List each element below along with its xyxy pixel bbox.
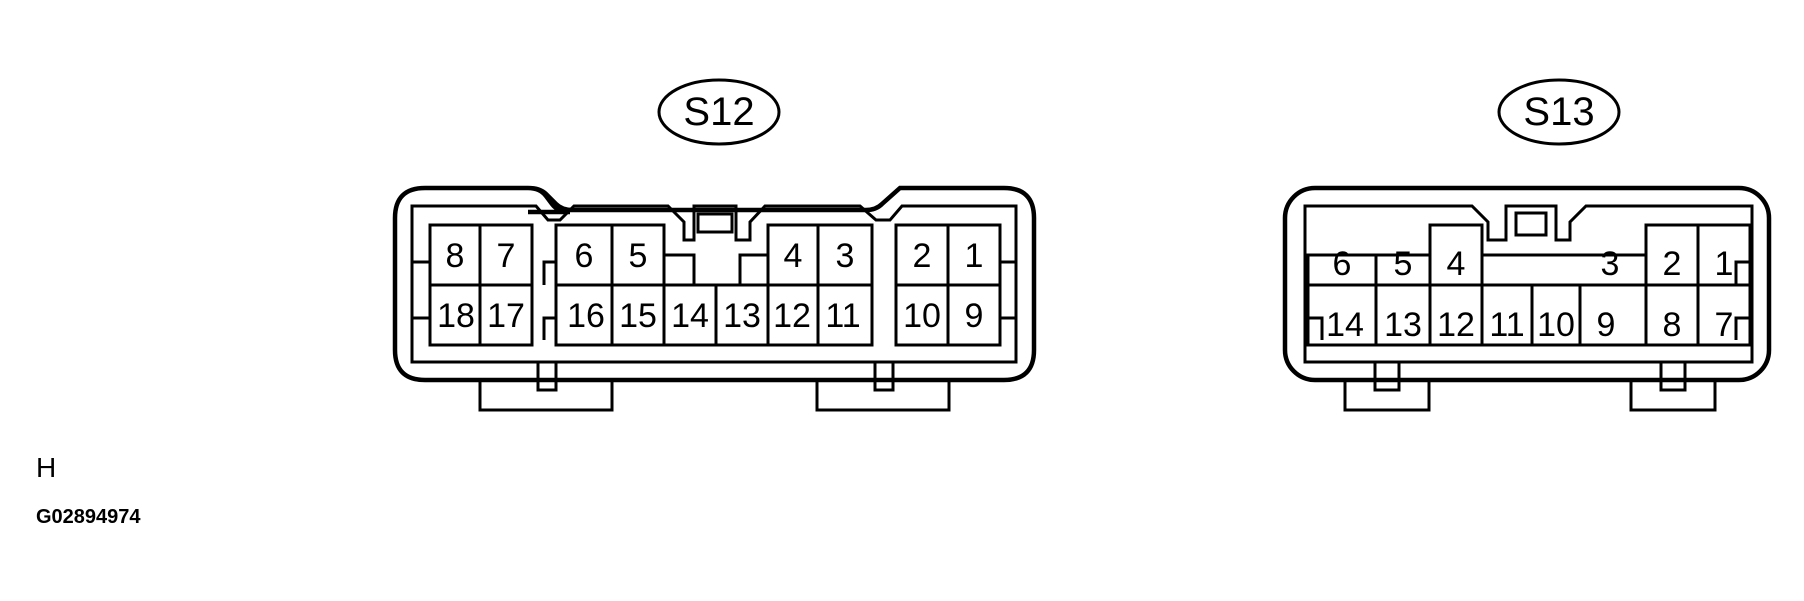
latch [542,316,556,340]
tab-post [873,362,895,392]
latch [1308,316,1324,340]
corner-mark: H [36,452,57,483]
pin-number: 1 [1715,245,1734,283]
pin-number: 7 [497,237,516,275]
latch [1734,316,1750,340]
pin-number: 6 [575,237,594,275]
connector-label-ellipse [657,78,781,146]
pin-number: 10 [903,297,941,335]
pin-number: 5 [629,237,648,275]
pin-block-right [894,223,1002,347]
inner-frame [1303,204,1754,364]
pin-number: 10 [1537,306,1575,344]
pin-number: 14 [1326,306,1364,344]
latch [542,260,556,285]
pin-number: 12 [1437,306,1475,344]
figure-id: G02894974 [36,506,141,528]
connector-label-ellipse [1497,78,1621,146]
connector-label: S13 [1523,90,1594,134]
tab-post [1659,362,1687,392]
tab-post [536,362,558,392]
pin-number: 14 [671,297,709,335]
tab-post [1373,362,1401,392]
pin-block-left [428,223,534,347]
connector-label: S12 [683,90,754,134]
latch [410,260,430,285]
pin-number: 17 [487,297,525,335]
center-key [1514,211,1548,237]
connector-s13 [1282,78,1772,412]
pin-number: 3 [1601,245,1620,283]
pin-number: 12 [773,297,811,335]
pin-number: 7 [1715,306,1734,344]
pin-number: 2 [913,237,932,275]
pin-number: 15 [619,297,657,335]
pin-number: 13 [1384,306,1422,344]
pin-number: 13 [723,297,761,335]
pin-number: 2 [1663,245,1682,283]
pin-number: 3 [836,237,855,275]
pin-number: 9 [1597,306,1616,344]
pin-number: 9 [965,297,984,335]
pin-number: 18 [437,297,475,335]
pin-number: 8 [1663,306,1682,344]
inner-frame [410,204,1018,364]
connector-s12 [392,78,1037,412]
pin-number: 1 [965,237,984,275]
pin-number: 11 [1489,306,1524,344]
pin-number: 4 [784,237,803,275]
latch [410,316,430,340]
pin-number: 16 [567,297,605,335]
pin-number: 5 [1394,245,1413,283]
center-key [696,212,734,234]
pin-number: 4 [1447,245,1466,283]
latch [1734,260,1750,285]
pin-number: 8 [446,237,465,275]
pin-number: 6 [1333,245,1352,283]
pin-number: 11 [825,297,860,335]
